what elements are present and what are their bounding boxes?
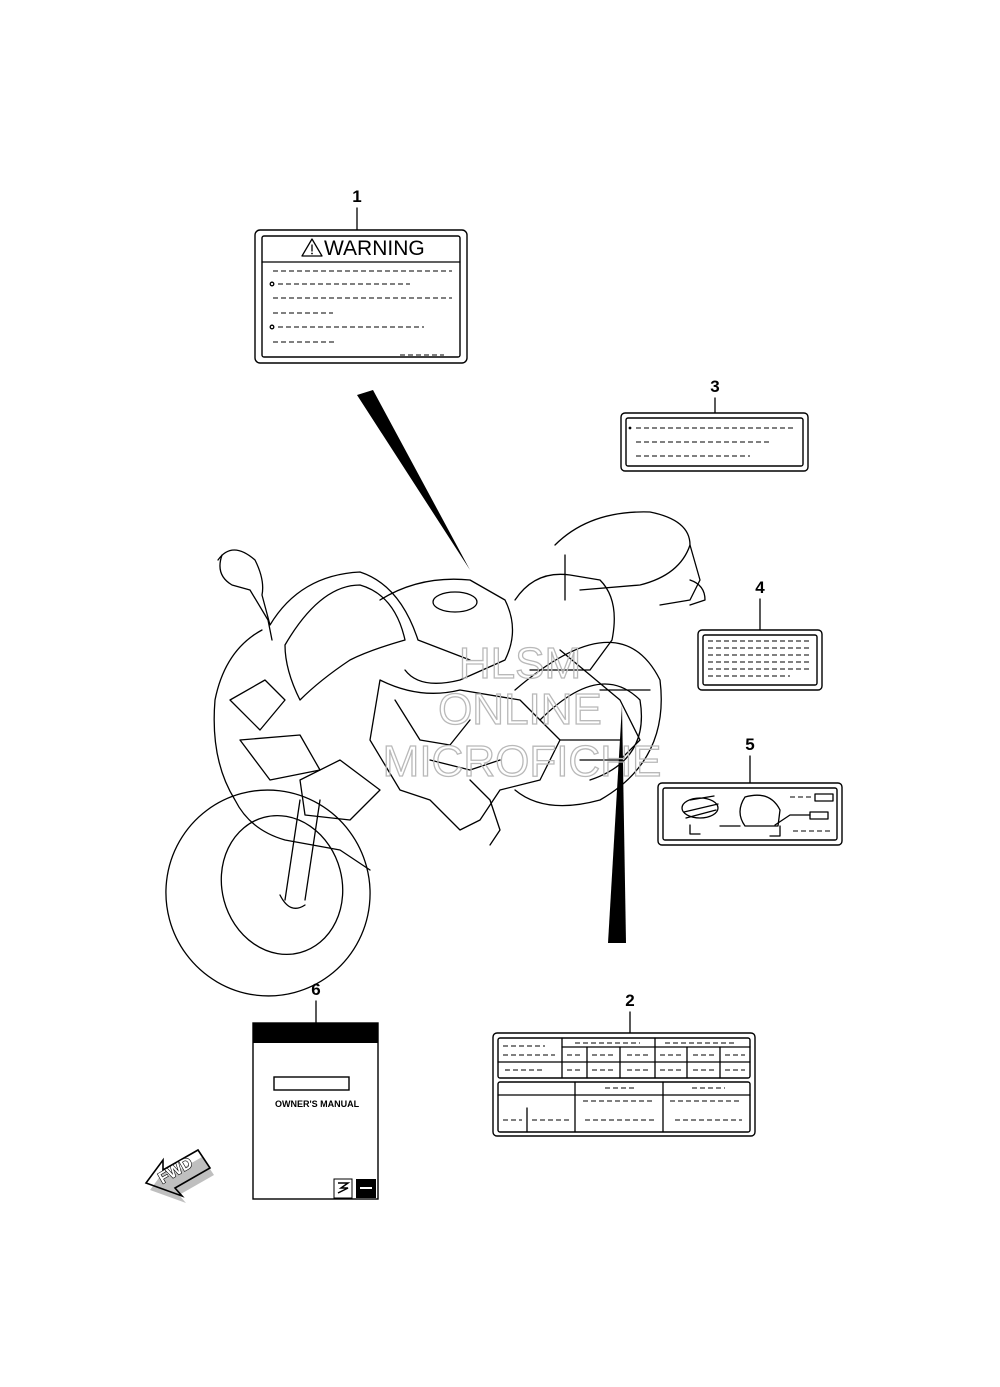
part-3-label[interactable]: 3 (620, 377, 809, 472)
callout-number-2: 2 (625, 991, 634, 1010)
owners-manual-title: OWNER'S MANUAL (275, 1099, 360, 1109)
watermark: HLSM ONLINE MICROFICHE (382, 638, 662, 786)
callout-number-3: 3 (710, 377, 719, 396)
callout-number-6: 6 (311, 980, 320, 999)
brand-logo-icon (333, 1178, 353, 1199)
part-6-owners-manual[interactable]: 6 OWNER'S MANUAL (252, 980, 379, 1200)
callout-number-4: 4 (755, 578, 765, 597)
motorcycle-illustration (165, 511, 706, 997)
engine-routing-diagram-icon (681, 793, 834, 837)
part-5-label[interactable]: 5 (657, 735, 843, 846)
warning-triangle-icon (301, 238, 323, 257)
callout-number-5: 5 (745, 735, 754, 754)
forward-direction-arrow-icon: FWD (144, 1148, 214, 1203)
leader-pointer-side (608, 705, 626, 943)
part-4-label[interactable]: 4 (697, 578, 823, 691)
watermark-line-1: HLSM (459, 639, 581, 688)
watermark-line-3: MICROFICHE (383, 737, 662, 786)
leader-pointer-warning (357, 390, 470, 570)
part-2-label[interactable]: 2 (492, 991, 756, 1137)
callout-number-1: 1 (352, 187, 361, 206)
warning-label-title: WARNING (324, 237, 425, 260)
part-1-warning-label[interactable]: 1 WARNING (254, 187, 468, 364)
watermark-line-2: ONLINE (438, 685, 602, 734)
